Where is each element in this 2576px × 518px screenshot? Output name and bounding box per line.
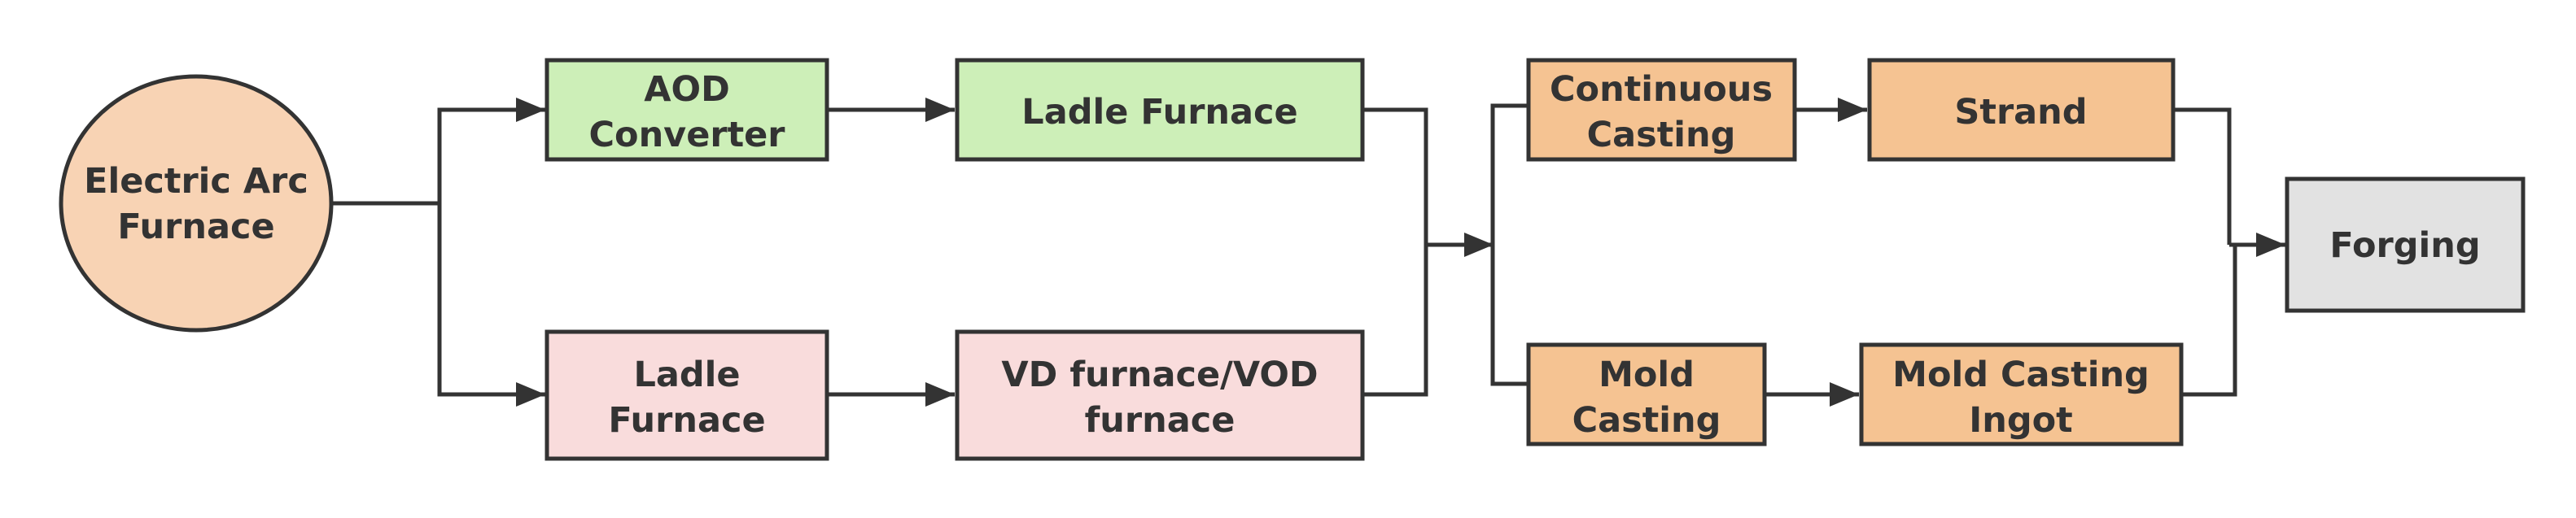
node-shape: [1859, 342, 2184, 446]
node-label-line2: Furnace: [117, 207, 274, 247]
node-strand[interactable]: Strand: [1867, 58, 2176, 162]
node-label-line2: Converter: [588, 115, 785, 155]
node-label-line1: Mold Casting: [1892, 355, 2150, 395]
node-aod-converter[interactable]: AOD Converter: [545, 58, 829, 162]
node-electric-arc-furnace[interactable]: Electric Arc Furnace: [59, 74, 334, 333]
edge-strand-to-forging: [2173, 107, 2232, 245]
node-shape: [545, 58, 829, 162]
node-label-line2: Casting: [1572, 400, 1721, 441]
node-label-line2: furnace: [1085, 400, 1236, 441]
node-label-line1: Continuous: [1550, 69, 1773, 110]
node-label-line2: Ingot: [1969, 400, 2073, 441]
node-shape: [1867, 58, 2176, 162]
node-label-line1: Ladle: [633, 355, 740, 395]
node-mold-casting-ingot[interactable]: Mold Casting Ingot: [1859, 342, 2184, 446]
node-continuous-casting[interactable]: Continuous Casting: [1526, 58, 1797, 162]
edge-eaf-to-aod: [437, 98, 545, 203]
edge-split-bar: [1490, 103, 1527, 386]
node-shape: [955, 58, 1365, 162]
node-shape: [59, 74, 334, 333]
node-vd-vod-furnace[interactable]: VD furnace/VOD furnace: [955, 329, 1365, 461]
node-ladle-furnace-bottom[interactable]: Ladle Furnace: [545, 329, 829, 461]
node-label-line1: VD furnace/VOD: [1001, 355, 1318, 395]
node-shape: [2285, 176, 2526, 313]
node-label-line2: Casting: [1587, 115, 1736, 155]
edges: [332, 98, 2285, 407]
node-label-line1: Electric Arc: [84, 161, 308, 202]
node-label-line2: Furnace: [608, 400, 765, 441]
node-ladle-furnace-top[interactable]: Ladle Furnace: [955, 58, 1365, 162]
node-shape: [545, 329, 829, 461]
node-label-line1: Forging: [2329, 225, 2480, 266]
edge-ladle-top-to-merge: [1362, 107, 1428, 397]
node-shape: [1526, 342, 1767, 446]
node-label-line1: Mold: [1599, 355, 1695, 395]
node-label-line1: AOD: [644, 69, 730, 110]
node-label-line1: Ladle Furnace: [1021, 92, 1297, 133]
edge-eaf-to-ladle-bottom: [437, 203, 545, 407]
node-forging[interactable]: Forging: [2285, 176, 2526, 313]
node-mold-casting[interactable]: Mold Casting: [1526, 342, 1767, 446]
edge-ingot-to-forging: [2181, 245, 2237, 397]
node-shape: [1526, 58, 1797, 162]
node-shape: [955, 329, 1365, 461]
node-label-line1: Strand: [1954, 92, 2087, 133]
